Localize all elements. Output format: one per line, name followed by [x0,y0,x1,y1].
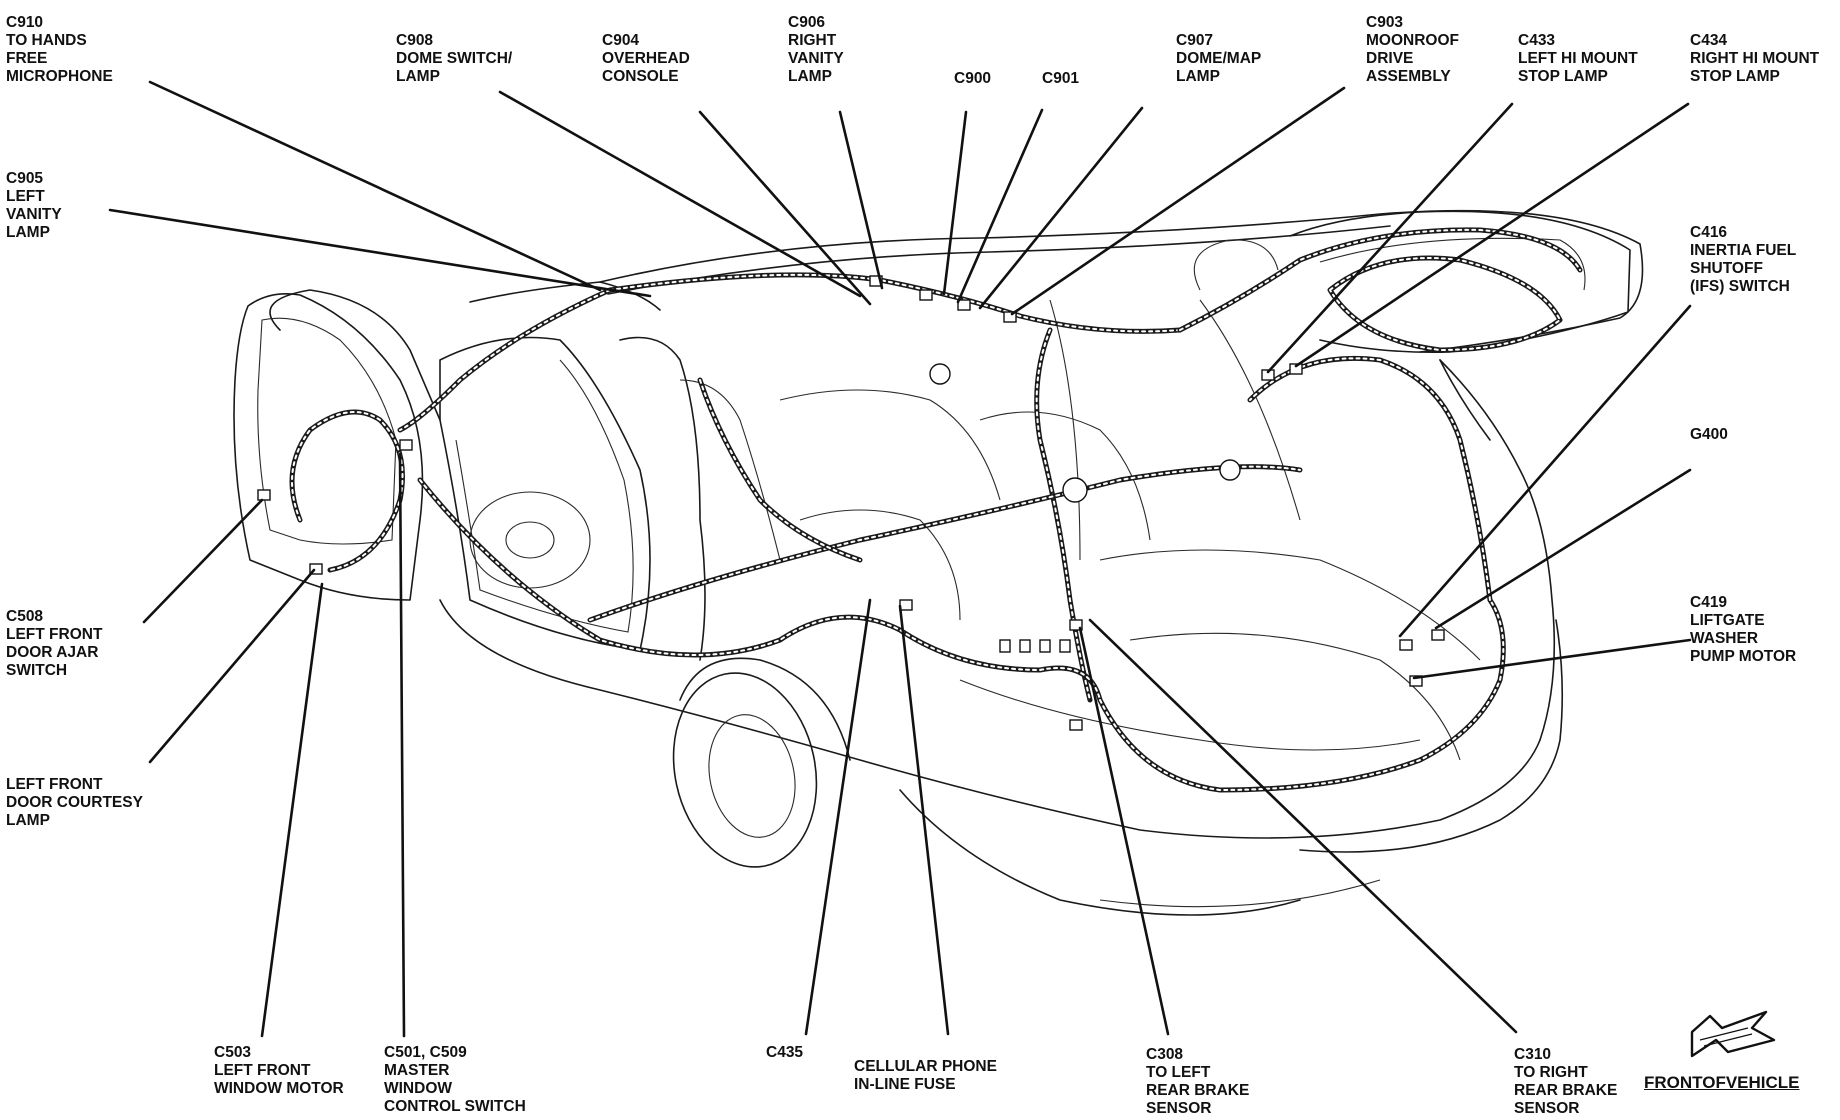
label-c419: C419 LIFTGATE WASHER PUMP MOTOR [1690,594,1796,666]
label-c900: C900 [954,70,991,88]
label-line: INERTIA FUEL [1690,242,1797,259]
label-line: LEFT FRONT [214,1062,311,1079]
front-of-vehicle-label: FRONTOFVEHICLE [1644,1073,1800,1092]
leader-lines [108,80,1692,1038]
label-line: FREE [6,50,48,67]
label-line: DOME SWITCH/ [396,50,513,67]
label-line: LAMP [1176,68,1220,85]
label-line: LAMP [6,812,50,829]
label-line: C434 [1690,32,1728,49]
label-c501: C501, C509 MASTER WINDOW CONTROL SWITCH [384,1044,526,1116]
label-line: IN-LINE FUSE [854,1076,956,1093]
label-line: PUMP MOTOR [1690,648,1797,665]
label-line: SENSOR [1146,1100,1212,1117]
label-line: DOME/MAP [1176,50,1262,67]
label-line: REAR BRAKE [1146,1082,1250,1099]
label-c508: C508 LEFT FRONT DOOR AJAR SWITCH [6,608,102,680]
label-c903: C903 MOONROOF DRIVE ASSEMBLY [1366,14,1459,86]
label-c901: C901 [1042,70,1079,88]
label-c503: C503 LEFT FRONT WINDOW MOTOR [214,1044,344,1098]
label-line: SWITCH [6,662,68,679]
label-line: TO RIGHT [1514,1064,1588,1081]
label-line: LAMP [788,68,832,85]
label-line: WASHER [1690,630,1759,647]
label-c308: C308 TO LEFT REAR BRAKE SENSOR [1146,1046,1249,1118]
label-line: C901 [1042,70,1080,87]
label-line: OVERHEAD [602,50,690,67]
label-c435: C435 [766,1044,803,1062]
label-line: RIGHT [788,32,837,49]
label-line: C310 [1514,1046,1552,1063]
label-line: RIGHT HI MOUNT [1690,50,1820,67]
label-line: MICROPHONE [6,68,113,85]
label-line: (IFS) SWITCH [1690,278,1790,295]
label-g400: G400 [1690,426,1728,444]
label-line: C908 [396,32,434,49]
label-line: STOP LAMP [1518,68,1608,85]
label-line: REAR BRAKE [1514,1082,1618,1099]
label-c907: C907 DOME/MAP LAMP [1176,32,1261,86]
front-arrow-icon [1690,1010,1776,1058]
label-line: DOOR COURTESY [6,794,143,811]
label-line: C501, C509 [384,1044,467,1061]
label-line: VANITY [788,50,844,67]
label-line: SENSOR [1514,1100,1580,1117]
label-c434: C434 RIGHT HI MOUNT STOP LAMP [1690,32,1819,86]
label-line: LEFT HI MOUNT [1518,50,1638,67]
label-c908: C908 DOME SWITCH/ LAMP [396,32,512,86]
label-line: LAMP [6,224,50,241]
label-line: LEFT FRONT [6,776,103,793]
label-line: LAMP [396,68,440,85]
label-line: C419 [1690,594,1728,611]
label-line: G400 [1690,426,1728,443]
label-courtesy-lamp: LEFT FRONT DOOR COURTESY LAMP [6,776,143,830]
vehicle-body [233,209,1644,916]
label-c904: C904 OVERHEAD CONSOLE [602,32,690,86]
label-line: VANITY [6,206,62,223]
label-line: C907 [1176,32,1214,49]
label-line: C508 [6,608,44,625]
label-line: WINDOW MOTOR [214,1080,344,1097]
label-line: C308 [1146,1046,1184,1063]
label-line: ASSEMBLY [1366,68,1451,85]
label-line: C900 [954,70,992,87]
label-line: TO LEFT [1146,1064,1211,1081]
label-line: CONTROL SWITCH [384,1098,526,1115]
label-line: C503 [214,1044,252,1061]
label-line: C416 [1690,224,1728,241]
label-c906: C906 RIGHT VANITY LAMP [788,14,844,86]
label-line: CELLULAR PHONE [854,1058,997,1075]
label-cellular-fuse: CELLULAR PHONE IN-LINE FUSE [854,1058,997,1094]
label-c910: C910 TO HANDS FREE MICROPHONE [6,14,113,86]
label-line: DOOR AJAR [6,644,99,661]
label-line: C433 [1518,32,1556,49]
label-line: CONSOLE [602,68,679,85]
label-line: WINDOW [384,1080,453,1097]
label-line: C910 [6,14,44,31]
label-c905: C905 LEFT VANITY LAMP [6,170,62,242]
label-line: C435 [766,1044,804,1061]
label-line: STOP LAMP [1690,68,1780,85]
label-c433: C433 LEFT HI MOUNT STOP LAMP [1518,32,1638,86]
label-line: LEFT FRONT [6,626,103,643]
label-line: C903 [1366,14,1404,31]
label-line: LIFTGATE [1690,612,1765,629]
label-line: DRIVE [1366,50,1414,67]
label-line: C904 [602,32,640,49]
label-line: MASTER [384,1062,450,1079]
label-line: SHUTOFF [1690,260,1763,277]
label-line: C905 [6,170,44,187]
label-c310: C310 TO RIGHT REAR BRAKE SENSOR [1514,1046,1617,1118]
label-line: TO HANDS [6,32,87,49]
label-line: C906 [788,14,826,31]
label-line: LEFT [6,188,45,205]
label-line: MOONROOF [1366,32,1459,49]
label-c416: C416 INERTIA FUEL SHUTOFF (IFS) SWITCH [1690,224,1796,296]
